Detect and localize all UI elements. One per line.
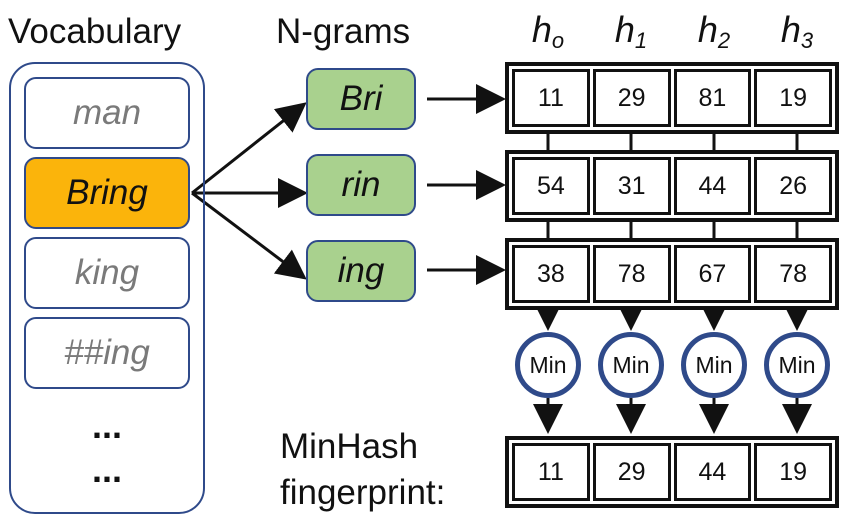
ngram-rin: rin <box>306 154 416 216</box>
vocab-item-hashing: ##ing <box>24 317 190 389</box>
vocab-item-bring: Bring <box>24 157 190 229</box>
hash-cell: 29 <box>592 69 671 127</box>
arrow-bring-to-ing <box>191 191 307 280</box>
fingerprint-label-line2: fingerprint: <box>280 473 446 512</box>
min-node: Min <box>515 332 581 398</box>
vocab-item-man: man <box>24 77 190 149</box>
vocabulary-panel <box>9 62 205 514</box>
min-node: Min <box>764 332 830 398</box>
fingerprint-label-line1: MinHash <box>280 427 419 466</box>
hash-cell: 19 <box>754 69 832 127</box>
fingerprint-cell: 29 <box>592 443 671 501</box>
hash-row-rin: 54 31 44 26 <box>505 150 839 222</box>
hash-cell: 78 <box>592 245 671 303</box>
min-node: Min <box>598 332 664 398</box>
hash-cell: 11 <box>512 69 590 127</box>
hash-cell: 26 <box>754 157 832 215</box>
vocab-item-king: king <box>24 237 190 309</box>
min-node: Min <box>681 332 747 398</box>
hash-row-bri: 11 29 81 19 <box>505 62 839 134</box>
column-connectors <box>546 134 799 238</box>
min-input-arrows <box>533 301 812 331</box>
hash-cell: 54 <box>512 157 590 215</box>
hash-cell: 38 <box>512 245 590 303</box>
min-output-arrows <box>533 398 812 434</box>
fingerprint-cell: 19 <box>754 443 832 501</box>
fingerprint-row: 11 29 44 19 <box>505 436 839 508</box>
ngram-bri: Bri <box>306 68 416 130</box>
hash-cell: 81 <box>673 69 752 127</box>
hash-cell: 67 <box>673 245 752 303</box>
hash-function-label: h1 <box>614 9 648 53</box>
ngrams-title: N-grams <box>276 12 411 51</box>
hash-cell: 78 <box>754 245 832 303</box>
fingerprint-cell: 44 <box>673 443 752 501</box>
vocab-ellipsis: ... <box>91 449 122 490</box>
hash-function-label: ho <box>531 9 565 53</box>
ngram-ing: ing <box>306 240 416 302</box>
hash-row-ing: 38 78 67 78 <box>505 238 839 310</box>
hash-cell: 44 <box>673 157 752 215</box>
arrow-bring-to-bri <box>191 102 307 195</box>
vocab-ellipsis: ... <box>91 405 122 446</box>
hash-function-label: h3 <box>780 9 814 53</box>
hash-cell: 31 <box>592 157 671 215</box>
fingerprint-cell: 11 <box>512 443 590 501</box>
hash-function-label: h2 <box>697 9 731 53</box>
vocabulary-title: Vocabulary <box>8 12 182 51</box>
